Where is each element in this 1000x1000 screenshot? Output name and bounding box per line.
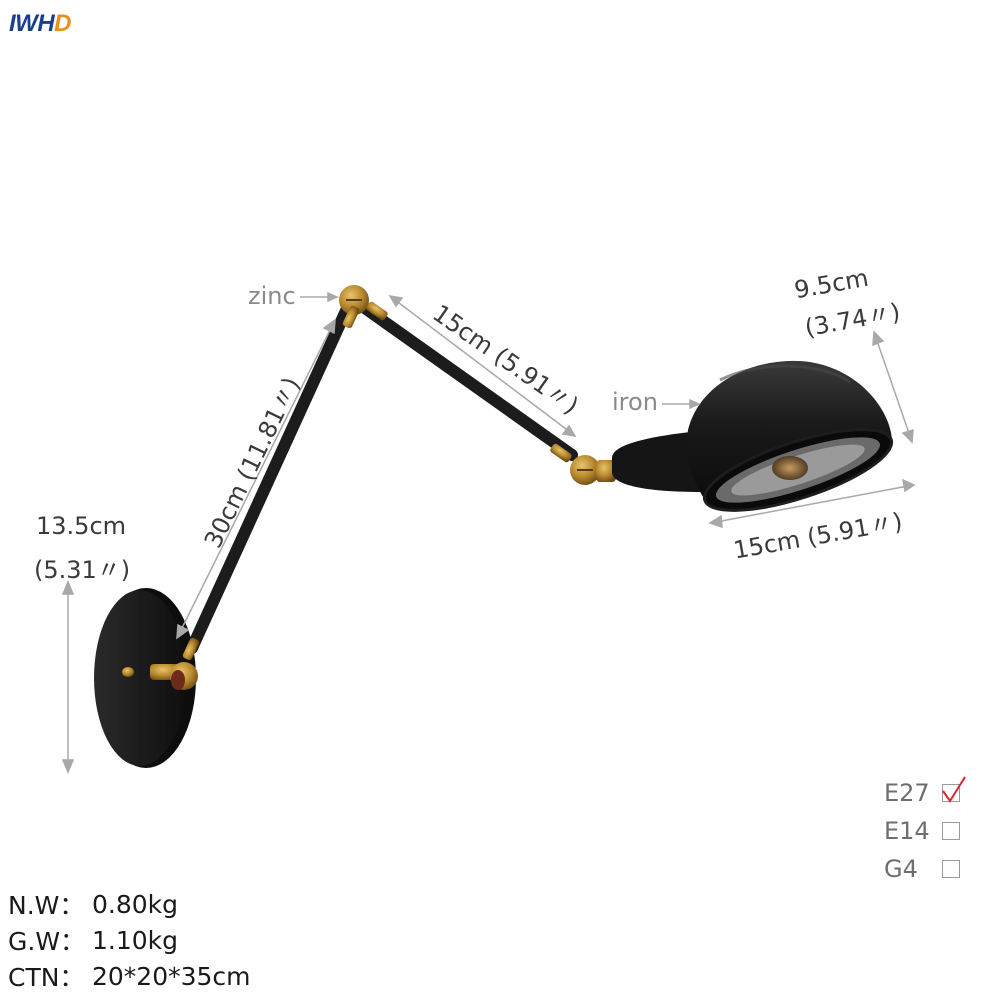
spec-gross-weight: G.W： 1.10kg xyxy=(8,922,178,958)
socket-option-label: G4 xyxy=(884,855,918,883)
socket-option-g4[interactable]: G4 xyxy=(884,852,984,886)
socket-option-label: E14 xyxy=(884,817,930,845)
wall-plate xyxy=(94,588,196,768)
socket-option-e14[interactable]: E14 xyxy=(884,814,984,848)
lower-arm xyxy=(186,296,356,654)
socket-option-label: E27 xyxy=(884,779,930,807)
socket-option-e27[interactable]: E27 xyxy=(884,776,984,810)
socket-checkbox-e14[interactable] xyxy=(942,822,960,840)
spec-value: 1.10kg xyxy=(92,925,179,955)
base-joint xyxy=(150,637,200,690)
socket-checkbox-g4[interactable] xyxy=(942,860,960,878)
spec-value: 0.80kg xyxy=(92,889,179,919)
spec-key: G.W： xyxy=(8,927,86,956)
base-height-metric: 13.5cm xyxy=(36,512,127,540)
brand-logo: IWHD xyxy=(9,10,71,38)
spec-net-weight: N.W： 0.80kg xyxy=(8,886,178,922)
checkmark-icon xyxy=(942,776,966,803)
base-height-imperial: (5.31〃) xyxy=(34,556,131,584)
shade-joint xyxy=(550,443,616,485)
material-label-iron: iron xyxy=(612,388,658,416)
upper-arm xyxy=(356,300,578,461)
socket-checkbox-e27[interactable] xyxy=(942,776,966,803)
logo-text-accent: D xyxy=(54,10,71,37)
logo-text-main: IWH xyxy=(9,10,55,37)
spec-key: N.W： xyxy=(8,891,85,920)
top-joint xyxy=(339,285,388,329)
material-label-zinc: zinc xyxy=(248,282,296,310)
spec-value: 20*20*35cm xyxy=(92,961,251,991)
dimension-lines xyxy=(61,291,916,774)
spec-key: CTN： xyxy=(8,963,85,992)
spec-carton: CTN： 20*20*35cm xyxy=(8,958,251,994)
lamp-shade xyxy=(612,360,894,512)
